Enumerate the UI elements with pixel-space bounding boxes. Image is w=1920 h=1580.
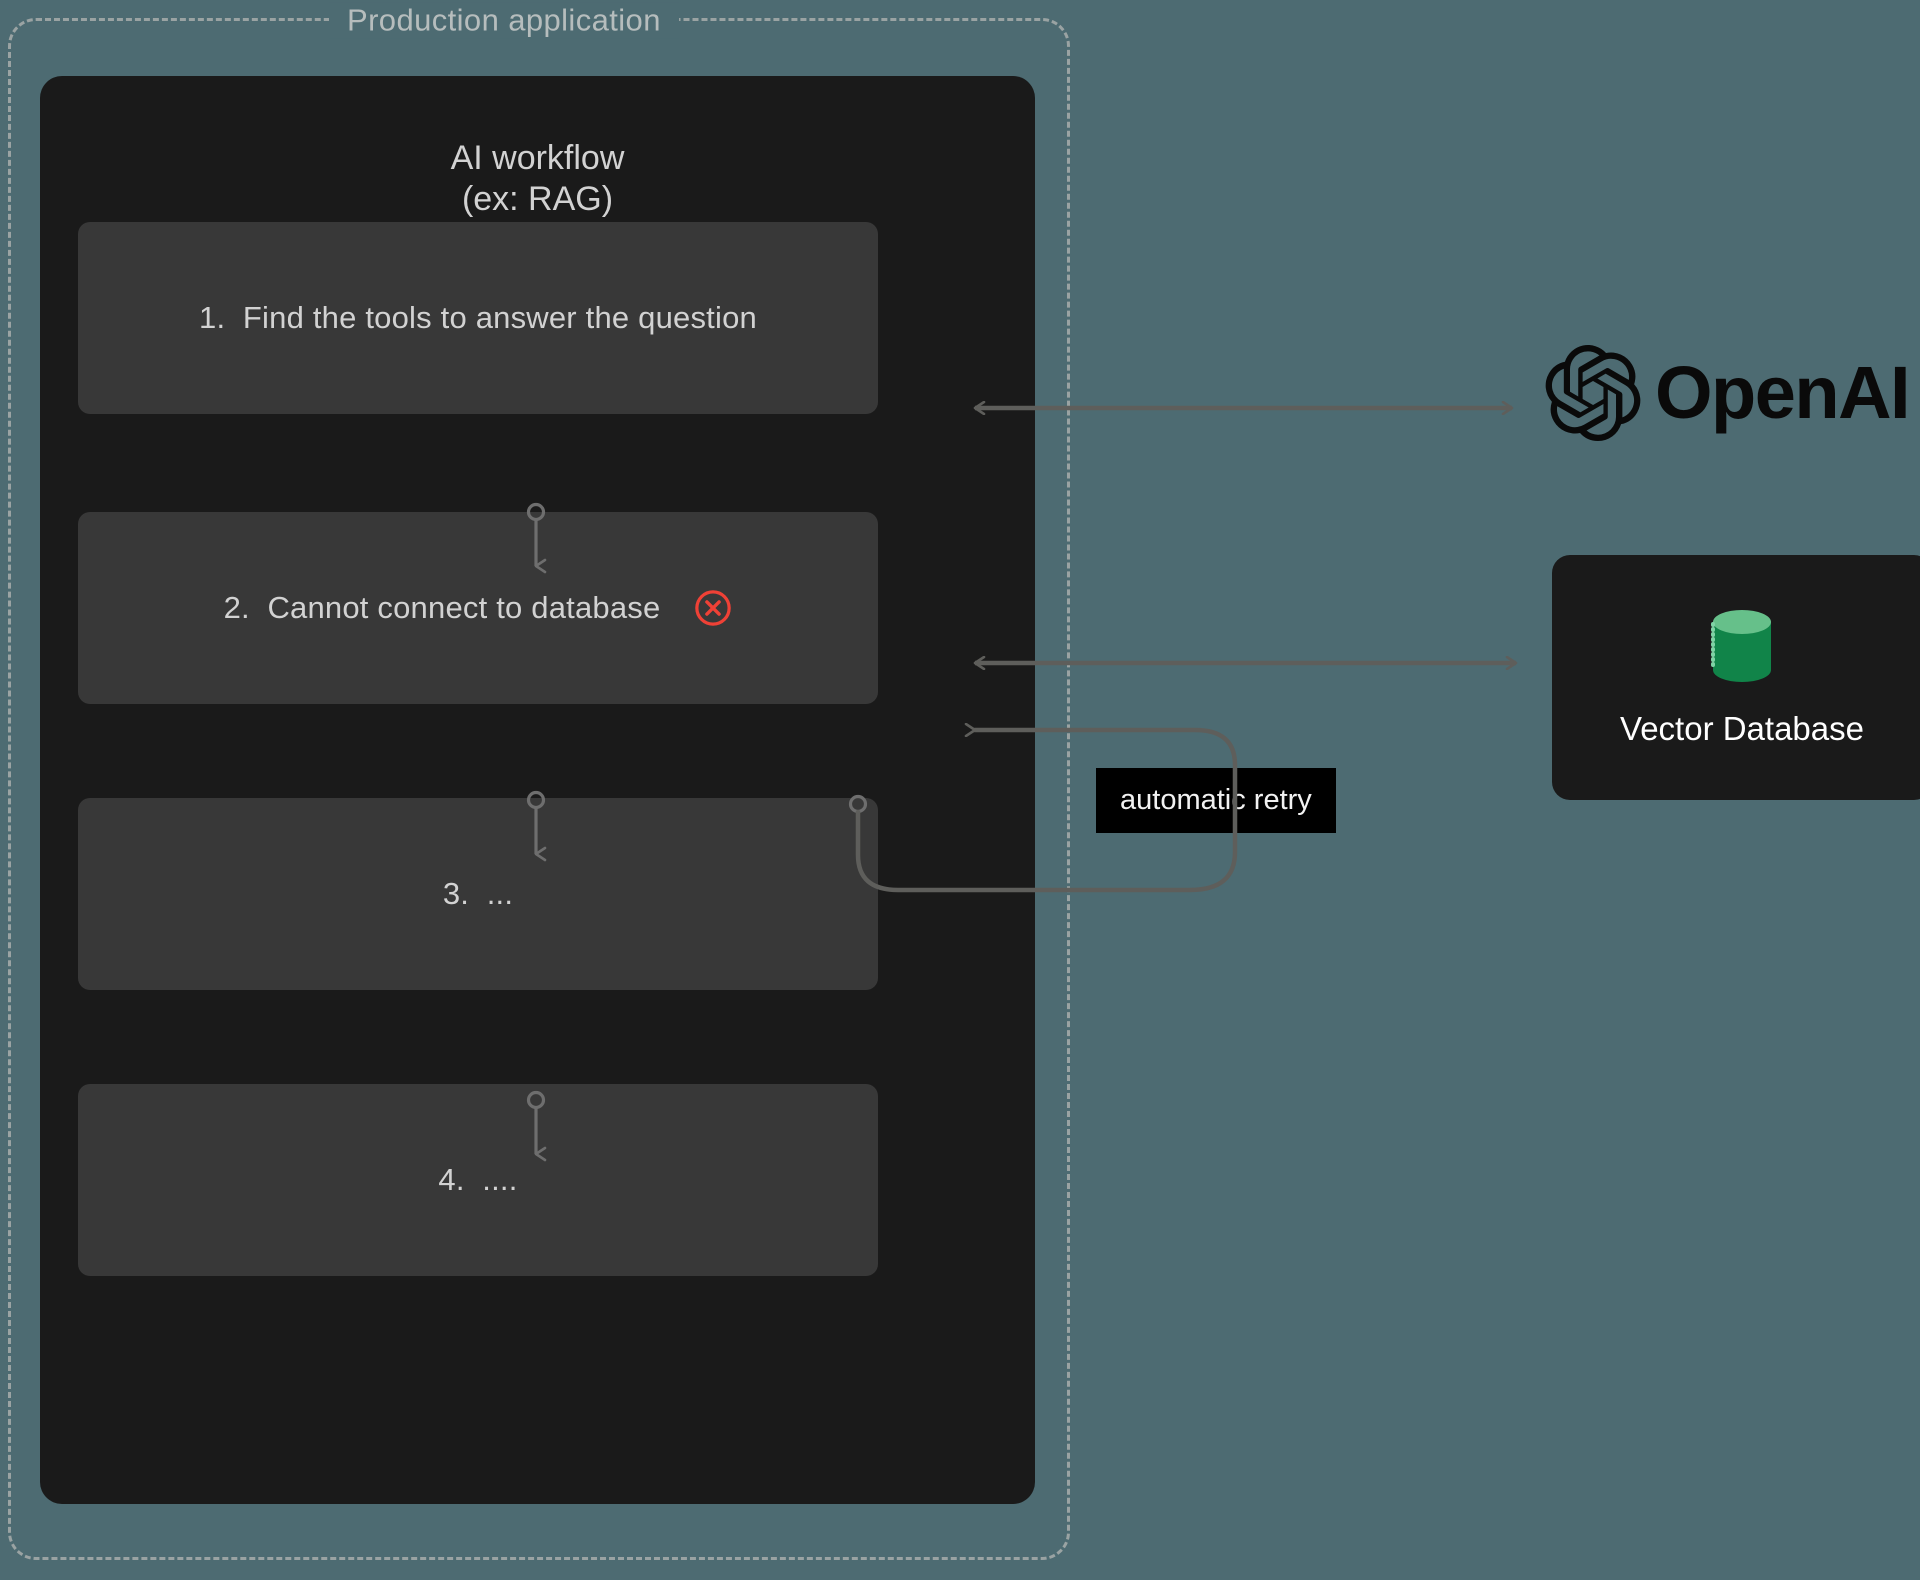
openai-wordmark: OpenAI bbox=[1655, 351, 1911, 434]
workflow-step-2-label: 2. Cannot connect to database bbox=[223, 590, 661, 625]
automatic-retry-label: automatic retry bbox=[1096, 768, 1336, 833]
workflow-step-3[interactable]: 3. ... bbox=[78, 798, 878, 990]
production-application-label: Production application bbox=[329, 2, 679, 39]
workflow-step-4[interactable]: 4. .... bbox=[78, 1084, 878, 1276]
error-circle-x-icon bbox=[695, 590, 732, 626]
workflow-step-3-label: 3. ... bbox=[442, 876, 514, 911]
openai-logo-icon bbox=[1545, 345, 1641, 441]
workflow-step-4-content: 4. .... bbox=[438, 1162, 517, 1198]
workflow-step-4-label: 4. .... bbox=[438, 1162, 518, 1197]
workflow-step-3-content: 3. ... bbox=[443, 876, 513, 912]
workflow-step-1-content: 1. Find the tools to answer the question bbox=[199, 300, 757, 336]
database-cylinder-icon bbox=[1711, 609, 1771, 682]
workflow-step-1[interactable]: 1. Find the tools to answer the question bbox=[78, 222, 878, 414]
ai-workflow-title: AI workflow (ex: RAG) bbox=[450, 139, 625, 219]
vector-database-service[interactable]: Vector Database bbox=[1552, 555, 1920, 800]
openai-service[interactable]: OpenAI bbox=[1545, 345, 1911, 441]
workflow-step-1-label: 1. Find the tools to answer the question bbox=[199, 300, 757, 335]
workflow-step-2-content: 2. Cannot connect to database bbox=[224, 589, 733, 627]
vector-database-label: Vector Database bbox=[1620, 709, 1864, 747]
workflow-step-2[interactable]: 2. Cannot connect to database bbox=[78, 512, 878, 704]
